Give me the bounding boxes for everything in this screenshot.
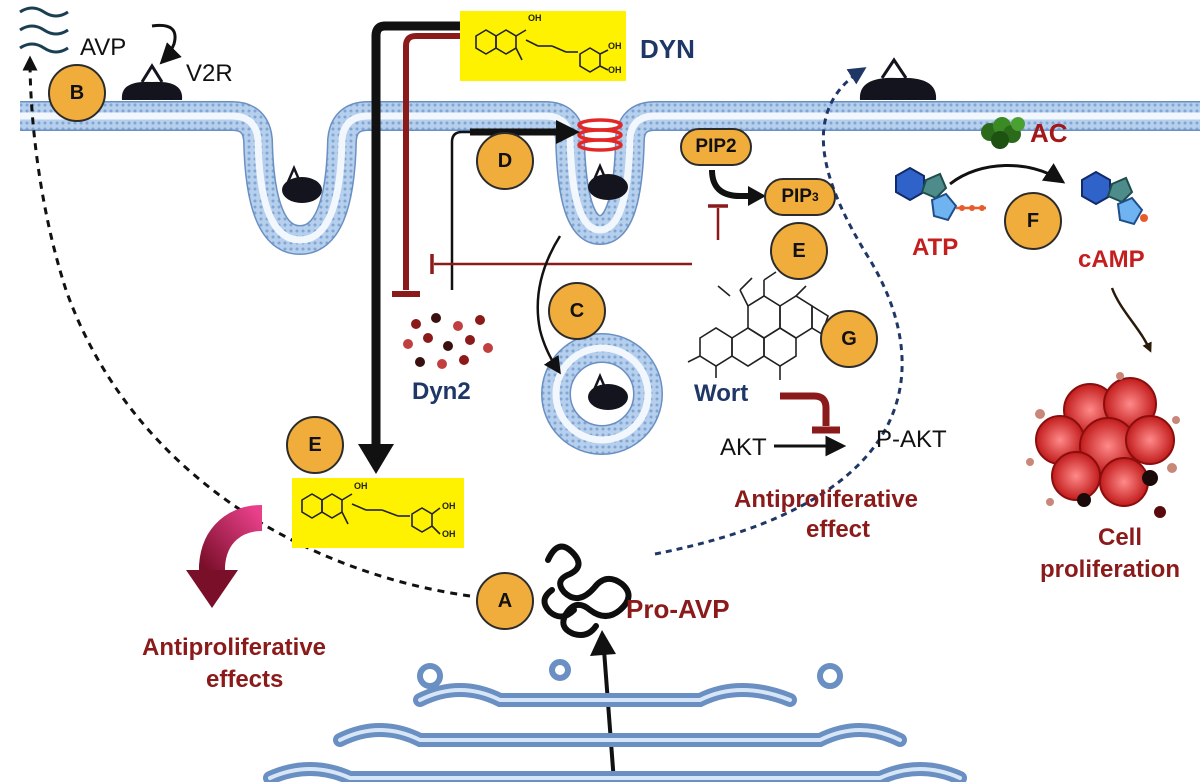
marker-a: A (476, 572, 534, 630)
receptor-icon-pit (588, 162, 628, 200)
v2r-receptor-icon (121, 63, 183, 100)
ac-label: AC (1030, 118, 1068, 148)
camp-to-proliferation-arrow (1110, 287, 1152, 353)
cell-proliferation-label-line1: Cell (1098, 524, 1143, 551)
golgi-vesicles-icon (417, 659, 843, 689)
avp-binding-arrow (151, 23, 182, 65)
atp-label: ATP (912, 234, 959, 261)
camp-label: cAMP (1078, 246, 1145, 273)
marker-e-left: E (286, 416, 344, 474)
marker-c: C (548, 282, 606, 340)
dyn-top-oh-label-2: OH (608, 41, 622, 51)
endocytic-vesicle (541, 333, 663, 455)
pro-avp-peptide-icon (541, 543, 632, 638)
atp-to-camp-arrow (949, 163, 1066, 186)
golgi-apparatus-icon (263, 683, 967, 782)
dyn-bottom-oh-label-2: OH (442, 501, 456, 511)
dyn-top-oh-label-3: OH (608, 65, 622, 75)
v2r-label: V2R (186, 60, 233, 87)
dynamin-collar-icon (577, 118, 623, 152)
antiproliferative-effects-arrow (199, 505, 263, 576)
receptor-icon-membrane-right (859, 57, 937, 100)
dyn2-label: Dyn2 (412, 378, 471, 405)
dyn-top-oh-label: OH (528, 13, 542, 23)
pip3-subscript: 3 (811, 190, 819, 204)
cell-proliferation-icon (1026, 372, 1180, 518)
avp-label: AVP (80, 34, 127, 61)
marker-d: D (476, 132, 534, 190)
dyn-bottom-oh-label-3: OH (442, 529, 456, 539)
dyn2-recruitment-arrow (450, 130, 560, 290)
antiproliferative-effect-label-line2: effect (806, 516, 871, 543)
internalization-arrow (536, 235, 562, 375)
antiproliferative-effects-label-line2: effects (206, 666, 284, 693)
wort-label: Wort (694, 380, 749, 407)
antiproliferative-effect-label-line1: Antiproliferative (734, 486, 919, 513)
dyn-compound-highlight-bottom (292, 478, 464, 548)
receptor-trafficking-path (654, 67, 904, 556)
dyn-label: DYN (640, 34, 695, 64)
dyn-transport-arrow (371, 21, 470, 445)
pip2-to-pip3-arrow (709, 169, 752, 199)
dyn-inhibition-line (403, 33, 462, 290)
marker-g: G (820, 310, 878, 368)
synthesis-arrow (602, 649, 616, 782)
pro-avp-label: Pro-AVP (626, 594, 730, 624)
avp-peptide-icon (19, 6, 69, 54)
dyn-compound-highlight-top (460, 11, 626, 81)
dyn2-particles-icon (403, 313, 493, 369)
dyn-transport-arrowhead (358, 444, 394, 474)
marker-f: F (1004, 192, 1062, 250)
p-akt-label: P-AKT (876, 426, 947, 453)
wortmannin-structure-icon (687, 271, 829, 380)
akt-label: AKT (720, 434, 767, 461)
plasma-membrane (20, 101, 1200, 256)
antiproliferative-effects-label-line1: Antiproliferative (142, 634, 327, 661)
receptor-icon-invagination (282, 164, 322, 203)
marker-b: B (48, 64, 106, 122)
camp-molecule-icon (1081, 170, 1148, 226)
marker-e-top: E (770, 222, 828, 280)
receptor-icon-vesicle (588, 372, 628, 410)
adenylate-cyclase-icon (981, 117, 1025, 149)
atp-molecule-icon (895, 166, 986, 222)
dyn-bottom-oh-label: OH (354, 481, 368, 491)
pip3-label: PIP (781, 186, 812, 207)
pip2-node: PIP2 (680, 128, 752, 166)
cell-proliferation-label-line2: proliferation (1040, 556, 1181, 583)
wort-akt-inhibition (780, 392, 830, 426)
